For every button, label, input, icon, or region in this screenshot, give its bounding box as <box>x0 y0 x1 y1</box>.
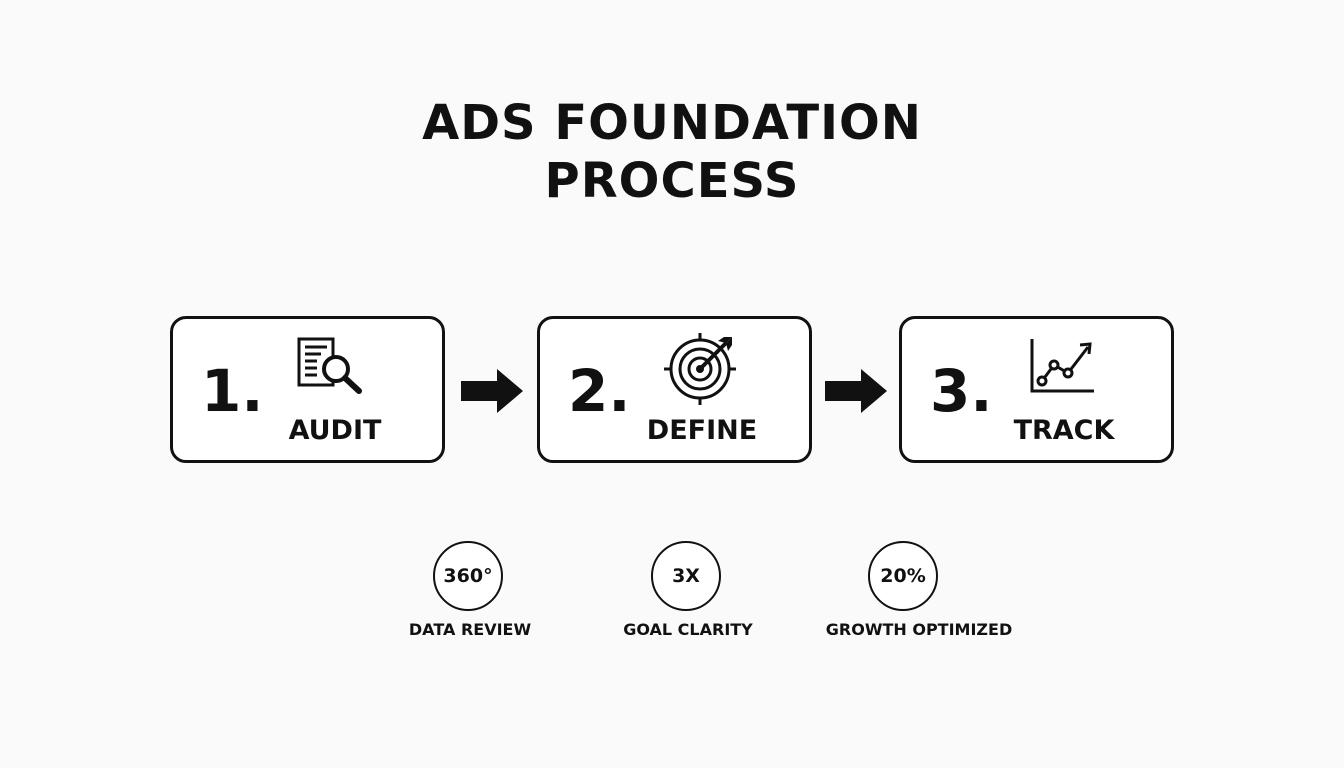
document-magnifier-icon <box>297 337 362 394</box>
step-label: TRACK <box>1013 415 1115 446</box>
stat-badge-goal-clarity: 3X <box>651 541 721 611</box>
stat-badge-data-review: 360° <box>433 541 503 611</box>
stat-label-goal-clarity: GOAL CLARITY <box>623 620 753 639</box>
title-line-1: ADS FOUNDATION <box>422 95 922 151</box>
step-number: 2. <box>568 357 631 425</box>
step-card-track: 3. TRACK <box>899 316 1174 463</box>
stat-label-growth-optimized: GROWTH OPTIMIZED <box>825 620 1013 639</box>
line-chart-icon <box>1030 339 1094 393</box>
step-label: DEFINE <box>646 415 758 446</box>
page-title: ADS FOUNDATION PROCESS <box>0 94 1344 210</box>
title-line-2: PROCESS <box>544 153 800 209</box>
step-card-define: 2. DEFINE <box>537 316 812 463</box>
arrow-right-icon <box>825 369 887 413</box>
step-number: 1. <box>201 357 264 425</box>
step-card-audit: 1. AUDIT <box>170 316 445 463</box>
stat-badge-growth-optimized: 20% <box>868 541 938 611</box>
target-arrow-icon <box>664 333 736 405</box>
step-label: AUDIT <box>288 415 382 446</box>
step-number: 3. <box>930 357 993 425</box>
arrow-right-icon <box>461 369 523 413</box>
stat-label-data-review: DATA REVIEW <box>408 620 532 639</box>
